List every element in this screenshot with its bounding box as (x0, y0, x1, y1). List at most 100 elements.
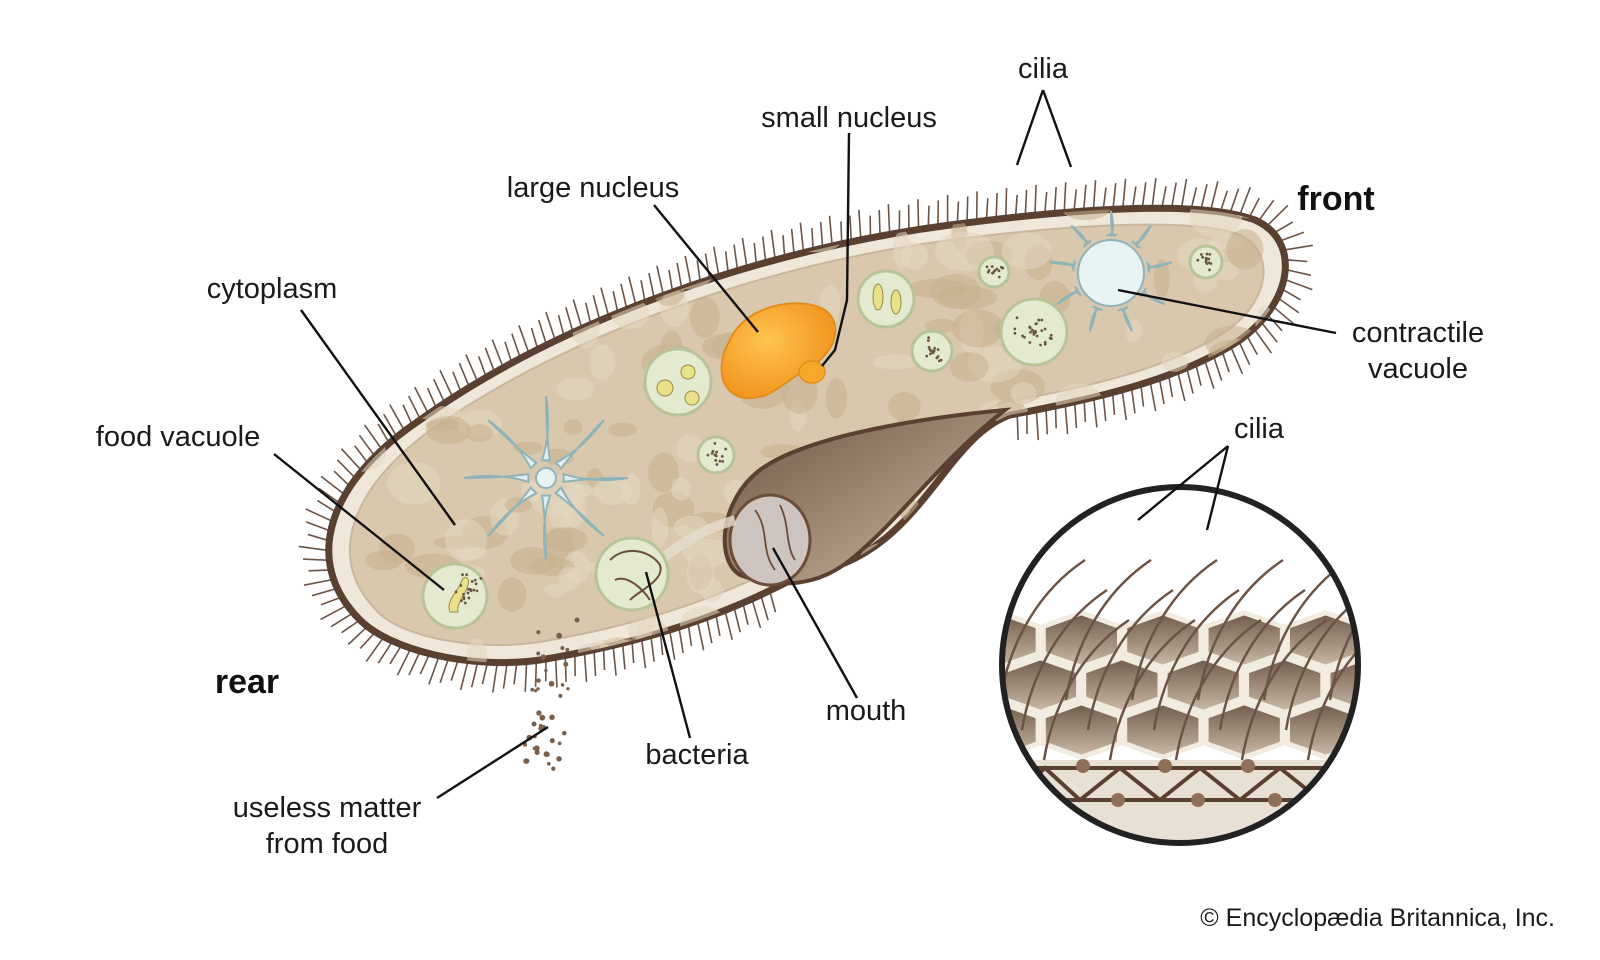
cilium (359, 631, 376, 649)
cilium (1092, 180, 1097, 211)
cilium (477, 356, 488, 378)
cilium (1121, 389, 1128, 420)
cilium (511, 333, 522, 359)
cilium (545, 311, 557, 342)
cilium (724, 251, 730, 274)
cilium (1158, 378, 1165, 405)
cilium (648, 272, 656, 299)
cilium (1092, 397, 1098, 428)
cilium (1285, 268, 1312, 277)
cilium (678, 626, 684, 654)
cilium (753, 242, 758, 266)
pellicle-hexagon (1203, 610, 1285, 670)
inset-cilium (1130, 558, 1218, 701)
cilium (1229, 345, 1244, 375)
cilium (1073, 401, 1078, 429)
cilium (1102, 394, 1107, 422)
inset-cilium (1374, 620, 1459, 760)
cilium (1167, 374, 1174, 398)
cilium (1260, 321, 1278, 343)
cilium (413, 386, 430, 415)
cilium (811, 228, 814, 251)
cilium (733, 244, 739, 271)
cilium (640, 280, 646, 303)
cilium (450, 659, 460, 681)
cilium (1131, 186, 1137, 209)
cilium (668, 629, 676, 660)
label-contractile-vacuole-line2: vacuole (1368, 353, 1468, 385)
cilium (330, 612, 354, 628)
cilium (1035, 409, 1040, 441)
cilium (1043, 191, 1048, 215)
leader-lines (273, 89, 1337, 800)
cilium (1185, 367, 1194, 394)
label-cytoplasm: cytoplasm (207, 273, 338, 305)
cilium (534, 660, 538, 687)
label-cilia-top: cilia (1018, 53, 1069, 85)
cilium (1248, 197, 1260, 219)
pellicle-hexagon (1369, 613, 1445, 668)
cilium (308, 569, 331, 572)
inset-cilium (1086, 588, 1174, 731)
cilium (383, 413, 398, 438)
inset-cilium (1350, 588, 1358, 731)
cilium (668, 269, 674, 293)
cilium (491, 662, 499, 693)
cilium (439, 657, 450, 683)
oral-groove (657, 407, 1012, 587)
cilium (340, 448, 363, 472)
cilium (1053, 187, 1057, 214)
cilium (305, 521, 332, 532)
cilium (1151, 178, 1157, 209)
cilium (1121, 178, 1127, 209)
cilium (565, 307, 574, 333)
cilium (1194, 363, 1202, 386)
cilium (828, 215, 833, 247)
label-front: front (1297, 180, 1374, 218)
cilium (620, 283, 628, 310)
label-small-nucleus: small nucleus (761, 102, 937, 134)
cilium (612, 645, 617, 676)
label-food-vacuole: food vacuole (96, 421, 260, 453)
cilium (1237, 340, 1251, 366)
cilium (712, 246, 720, 277)
cilium (1082, 184, 1087, 212)
inset-cilium (1042, 618, 1130, 761)
cilium (840, 221, 843, 244)
cilium (1005, 187, 1008, 219)
cilium (1203, 359, 1215, 389)
cilium (396, 647, 412, 676)
inset-cilium (1174, 618, 1262, 761)
cilium (305, 508, 334, 523)
cilium (433, 378, 446, 404)
cilium (537, 319, 548, 346)
cilium (696, 260, 702, 283)
cilium (470, 661, 479, 688)
cilium (1283, 278, 1313, 291)
label-bacteria: bacteria (645, 739, 749, 771)
cilium (1212, 355, 1223, 381)
pellicle-hexagon (1040, 610, 1123, 670)
cilium (849, 215, 853, 242)
label-contractile-vacuole-line1: contractile (1352, 317, 1484, 349)
cilium (389, 404, 406, 432)
cilium (676, 262, 683, 289)
cilium (656, 265, 665, 296)
pellicle-hexagon (1203, 700, 1285, 760)
cilium (985, 198, 989, 221)
cilium (491, 339, 505, 369)
cilium (705, 617, 713, 644)
cilium (583, 651, 588, 683)
labels: cilia small nucleus large nucleus front … (96, 53, 1555, 932)
cilium (1149, 381, 1157, 412)
pellicle-hexagon (1002, 610, 1041, 670)
cilium (1176, 371, 1186, 402)
cilium (428, 655, 440, 685)
cilium (502, 662, 508, 689)
cilium (1180, 178, 1188, 209)
cilium (1045, 407, 1049, 435)
cilium (564, 655, 567, 682)
cilium (858, 209, 862, 240)
cilium (1200, 184, 1208, 211)
cilium (1209, 181, 1219, 211)
